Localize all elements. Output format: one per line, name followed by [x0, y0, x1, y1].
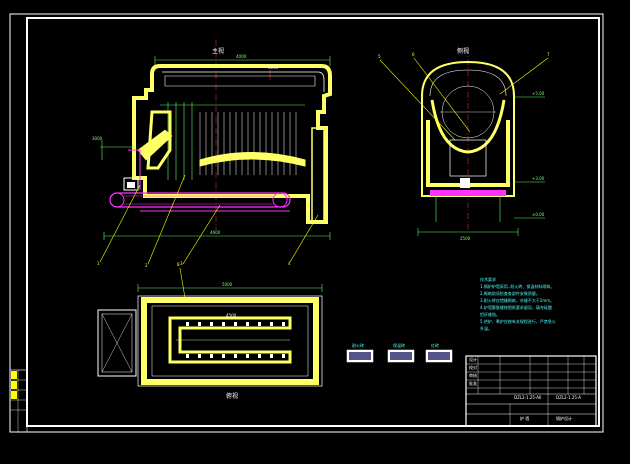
front-view-label: 主视: [212, 48, 225, 55]
side-view-label: 侧视: [457, 48, 470, 55]
legend-label: 红砖: [431, 343, 439, 348]
side-view: [379, 48, 549, 236]
dim-plan-top: 5000: [222, 282, 233, 287]
callout-2: 2: [145, 263, 148, 268]
callout-1: 1: [97, 261, 100, 266]
title-block: [465, 355, 597, 427]
front-view: [99, 40, 332, 265]
drawing-name: DZL2-1.25-A: [556, 395, 582, 400]
title-row: 校对: [469, 365, 477, 370]
note-line: 1.锅炉炉墙采用..耐火砖、保温材料砌筑。: [480, 284, 555, 289]
technical-notes: 技术要求 1.锅炉炉墙采用..耐火砖、保温材料砌筑。 2.砌筑前须检查各部件安装…: [480, 278, 592, 331]
legend-label: 耐火砖: [352, 343, 364, 348]
plan-view: [97, 267, 323, 387]
company-name: 锅炉设计: [556, 416, 572, 421]
drawing-number: DZL2-1.25-AII: [514, 395, 542, 400]
dim-front-bottom: 4600: [210, 230, 221, 235]
elev-c: ±0.00: [532, 212, 545, 217]
legend-swatches: [346, 349, 453, 363]
elev-b: +3.00: [532, 176, 545, 181]
note-line: 4.炉墙膨胀缝按图纸要求留设，填充硅酸: [480, 305, 552, 310]
title-row: 批准: [469, 381, 477, 386]
left-revision-strip: [9, 369, 28, 433]
elev-a: +5.00: [532, 91, 545, 96]
outer-frame: [9, 13, 604, 433]
callout-4: 4: [288, 261, 291, 266]
dim-front-left: 3000: [92, 136, 103, 141]
note-line: 铝纤维毡。: [480, 312, 500, 317]
note-line: 5.烘炉、煮炉应按有关规程进行，严禁急火: [480, 319, 556, 324]
dim-front-note: 3000: [268, 65, 279, 70]
title-row: 审核: [469, 373, 477, 378]
dim-front-top: 4000: [236, 54, 247, 59]
callout-5: 5: [378, 54, 381, 59]
inner-frame: [26, 17, 600, 427]
legend-label: 保温砖: [393, 343, 405, 348]
title-row: 设计: [469, 357, 477, 362]
notes-title: 技术要求: [480, 277, 496, 282]
note-line: 2.砌筑前须检查各部件安装质量。: [480, 291, 540, 296]
callout-6: 6: [412, 52, 415, 57]
drawing-subtitle: 炉 墙: [520, 416, 530, 421]
plan-view-label: 俯视: [226, 393, 239, 400]
dim-side-bottom: 2500: [460, 236, 471, 241]
note-line: 3.耐火砖应错缝砌筑，灰缝不大于2mm。: [480, 298, 555, 303]
callout-3: 3: [180, 261, 183, 266]
callout-8: 8: [177, 262, 180, 267]
callout-7: 7: [547, 52, 550, 57]
dim-plan-mid: 4500: [226, 313, 237, 318]
note-line: 升温。: [480, 326, 492, 331]
